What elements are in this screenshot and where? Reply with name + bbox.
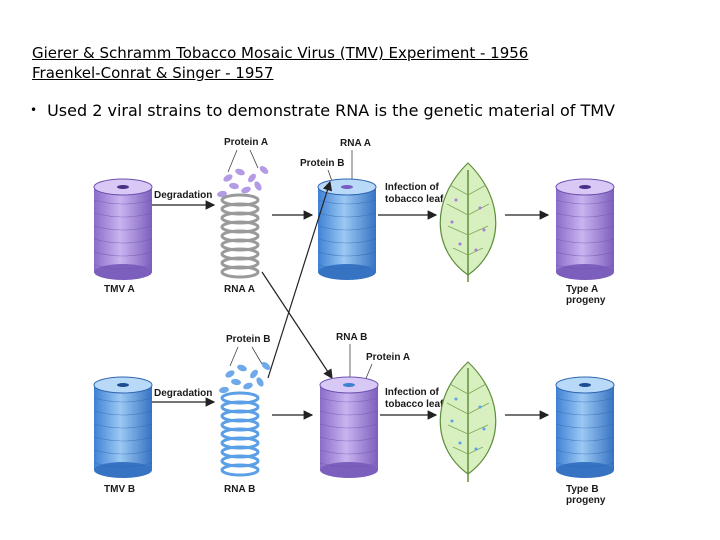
- leader-protein-b-1: [229, 346, 239, 367]
- tobacco-leaf-b: [439, 361, 497, 482]
- rna-coil-a: [220, 193, 260, 279]
- label-tmv-b: TMV B: [104, 484, 135, 495]
- protein-subunits-b: [219, 362, 271, 394]
- label-hybrid-rna-a: RNA A: [340, 138, 371, 149]
- label-infection-b-2: tobacco leaf: [385, 399, 444, 410]
- cylinder-tmv-a: [93, 178, 153, 280]
- label-hybrid-rna-b: RNA B: [336, 332, 367, 343]
- rna-coil-b: [220, 391, 260, 477]
- cylinder-hybrid-a: [317, 178, 377, 280]
- label-progeny-a-1: Type A: [566, 284, 598, 295]
- label-rna-a: RNA A: [224, 284, 255, 295]
- leader-protein-a-2: [249, 149, 259, 169]
- label-progeny-a-2: progeny: [566, 295, 606, 306]
- cross-arrow-rna-a-to-row-b: [261, 271, 333, 380]
- bullet-dot: •: [30, 103, 38, 117]
- label-tmv-a: TMV A: [104, 284, 135, 295]
- label-progeny-b-2: progeny: [566, 495, 606, 506]
- protein-subunits-a: [217, 166, 269, 198]
- cross-arrow-protein-b-to-row-a: [267, 180, 333, 379]
- cylinder-hybrid-b: [319, 376, 379, 478]
- bullet-point: • Used 2 viral strains to demonstrate RNA…: [30, 101, 615, 120]
- label-protein-b: Protein B: [226, 334, 270, 345]
- cylinder-progeny-a: [555, 178, 615, 280]
- label-protein-a: Protein A: [224, 137, 268, 148]
- label-degradation-b: Degradation: [154, 388, 212, 399]
- label-hybrid-protein-a: Protein A: [366, 352, 410, 363]
- title-line-2: Fraenkel-Conrat & Singer - 1957: [32, 64, 274, 82]
- leader-protein-a-1: [227, 149, 238, 173]
- label-infection-b-1: Infection of: [385, 387, 440, 398]
- tobacco-leaf-a: [439, 162, 497, 282]
- title-line-1: Gierer & Schramm Tobacco Mosaic Virus (T…: [32, 44, 529, 62]
- label-hybrid-protein-b: Protein B: [300, 158, 344, 169]
- cylinder-progeny-b: [555, 376, 615, 478]
- label-infection-a-2: tobacco leaf: [385, 194, 444, 205]
- leader-protein-b-2: [251, 346, 263, 365]
- bullet-text: Used 2 viral strains to demonstrate RNA …: [47, 101, 615, 120]
- label-infection-a-1: Infection of: [385, 182, 440, 193]
- cylinder-tmv-b: [93, 376, 153, 478]
- label-progeny-b-1: Type B: [566, 484, 599, 495]
- label-degradation-a: Degradation: [154, 190, 212, 201]
- label-rna-b: RNA B: [224, 484, 255, 495]
